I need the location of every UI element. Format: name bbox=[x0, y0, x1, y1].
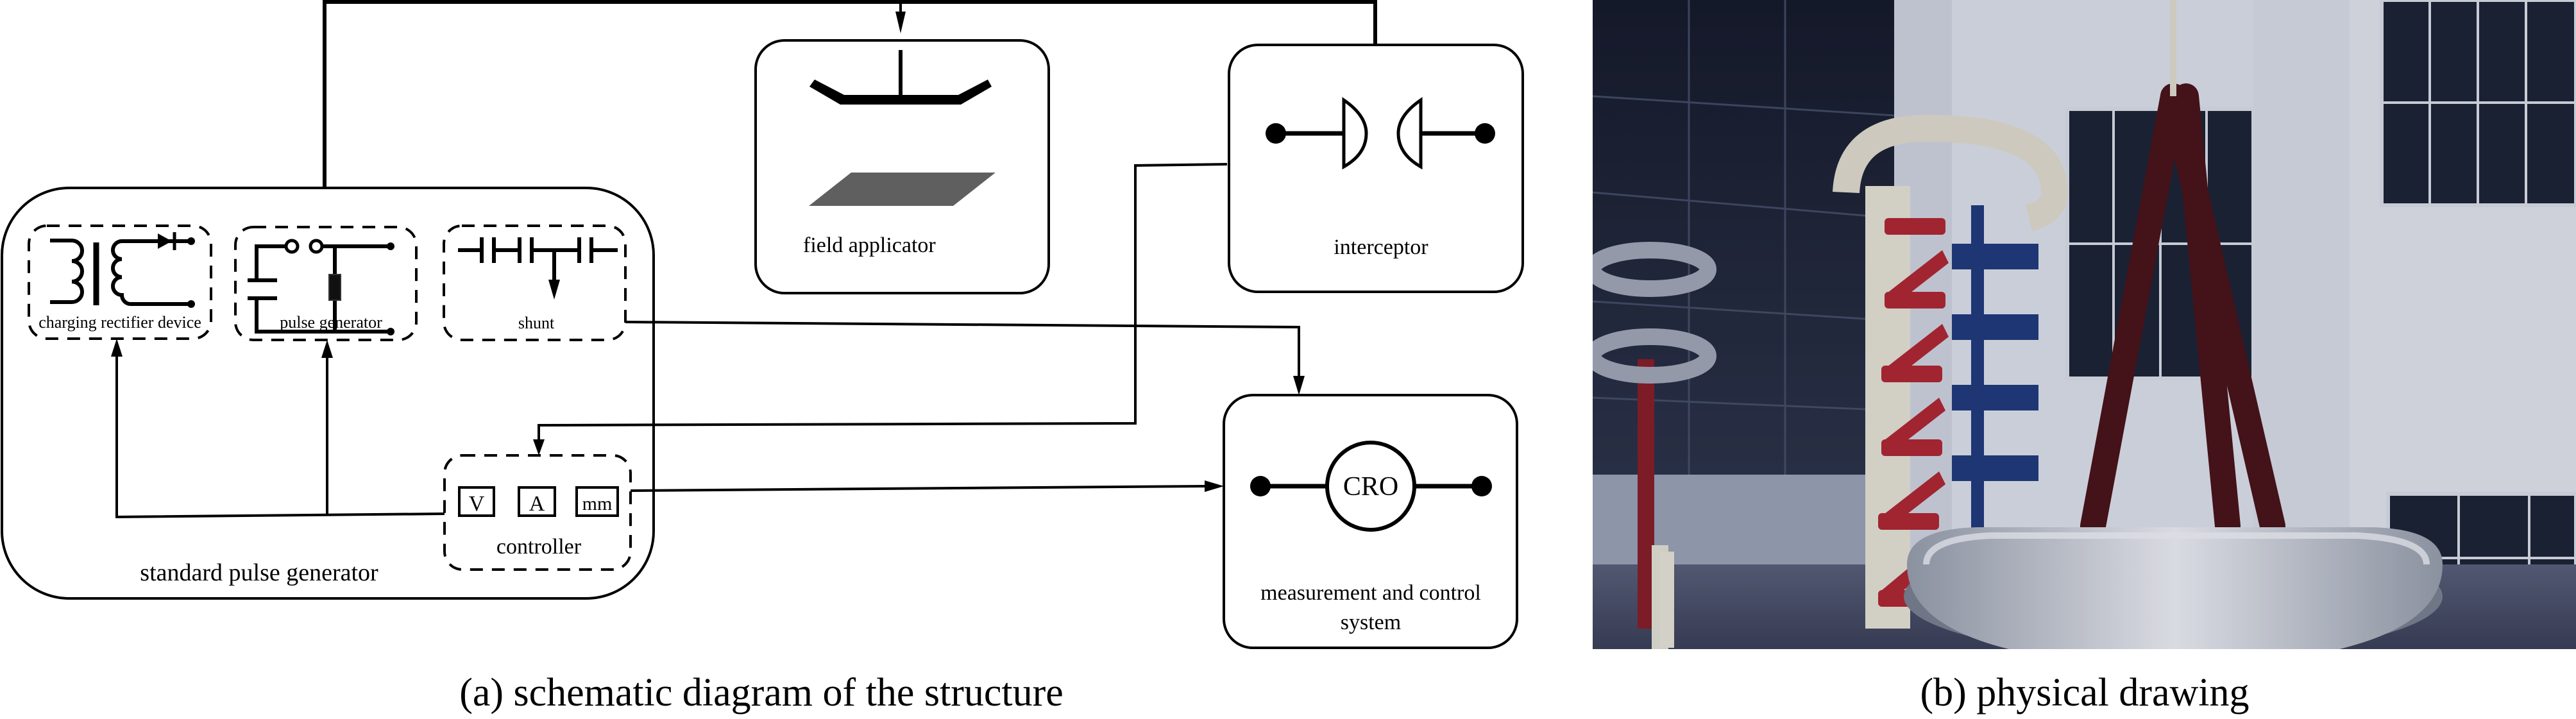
physical-photo-panel: (b) physical drawing bbox=[1593, 0, 2576, 715]
voltmeter: V bbox=[458, 486, 495, 517]
interceptor-to-controller-wire bbox=[533, 163, 1228, 455]
shunt-dashed-frame bbox=[443, 224, 627, 341]
measurement-and-control-system: CRO measurement and control system bbox=[1223, 394, 1518, 649]
photo-blue-frame bbox=[1952, 205, 2038, 629]
measurement-system-label-line1: measurement and control bbox=[1260, 581, 1481, 605]
pulse-circuit-icon bbox=[248, 239, 391, 334]
measurement-system-label-line2: system bbox=[1341, 611, 1401, 634]
down-arrow-icon bbox=[1293, 376, 1305, 395]
controller-to-measurement-wire bbox=[630, 480, 1224, 492]
photo-top-electrode-tube bbox=[1833, 114, 2069, 232]
controller: V A mm controller bbox=[443, 454, 632, 571]
field-applicator-arrow-icon bbox=[895, 12, 906, 33]
photo-suspension-insulators bbox=[2080, 83, 2285, 539]
standard-pulse-generator: standard pulse generator charging rectif… bbox=[1, 187, 655, 600]
photo-toroidal-electrode bbox=[1904, 527, 2443, 649]
right-arrow-icon bbox=[1205, 480, 1224, 492]
photo-red-pole bbox=[1638, 359, 1654, 629]
standard-pulse-generator-label: standard pulse generator bbox=[140, 559, 378, 586]
charging-rectifier-dashed-frame bbox=[28, 224, 212, 340]
shunt: shunt bbox=[443, 224, 627, 341]
shunt-label: shunt bbox=[518, 314, 555, 332]
voltmeter-label: V bbox=[469, 492, 485, 516]
pulse-generator-label: pulse generator bbox=[280, 313, 382, 332]
up-arrow-icon bbox=[111, 339, 123, 357]
caption-b: (b) physical drawing bbox=[1920, 671, 2249, 715]
oscilloscope-icon bbox=[1250, 441, 1492, 532]
voltmeter-box bbox=[458, 486, 495, 517]
ammeter-label: A bbox=[529, 492, 545, 516]
charging-rectifier-device-label: charging rectifier device bbox=[38, 313, 201, 332]
pulse-generator: pulse generator bbox=[234, 226, 418, 341]
diode-icon bbox=[158, 232, 176, 250]
distance-gauge-box bbox=[575, 486, 619, 517]
terminal-dot-icon bbox=[387, 242, 394, 250]
controller-dashed-frame bbox=[443, 454, 632, 571]
photo-red-resistors bbox=[1878, 218, 1949, 607]
capacitor-divider-icon bbox=[458, 237, 618, 300]
terminal-dot-icon bbox=[187, 237, 195, 245]
field-applicator: field applicator bbox=[754, 39, 1050, 294]
terminal-dot-icon bbox=[387, 328, 394, 335]
controller-label: controller bbox=[496, 535, 582, 559]
charging-rectifier-device: charging rectifier device bbox=[28, 224, 212, 340]
top-bus-wire bbox=[323, 0, 1377, 188]
ammeter-box bbox=[518, 486, 556, 517]
field-applicator-frame bbox=[754, 39, 1050, 294]
top-bus-connection bbox=[323, 0, 1377, 188]
distance-gauge: mm bbox=[575, 486, 619, 517]
caption-a: (a) schematic diagram of the structure bbox=[459, 671, 1063, 715]
pulse-generator-dashed-frame bbox=[234, 226, 418, 341]
cro-label: CRO bbox=[1343, 472, 1398, 502]
transformer-icon bbox=[50, 239, 191, 307]
distance-gauge-label: mm bbox=[582, 493, 613, 514]
interceptor-frame bbox=[1228, 44, 1524, 293]
schematic-panel: standard pulse generator charging rectif… bbox=[1, 0, 1524, 715]
ground-plane-icon bbox=[809, 173, 996, 206]
photo bbox=[1593, 0, 2576, 709]
photo-grading-ring bbox=[1593, 242, 1716, 297]
up-arrow-icon bbox=[321, 340, 333, 358]
spark-gap-icon bbox=[1266, 97, 1495, 170]
photo-warning-tag bbox=[2343, 670, 2350, 709]
terminal-dot-icon bbox=[187, 300, 195, 308]
down-arrow-icon bbox=[533, 439, 545, 455]
interceptor: interceptor bbox=[1228, 44, 1524, 293]
shunt-to-measurement-wire bbox=[625, 321, 1305, 395]
controller-feedback-wires bbox=[111, 339, 445, 519]
ammeter: A bbox=[518, 486, 556, 517]
field-applicator-label: field applicator bbox=[803, 233, 936, 257]
electrode-plate-icon bbox=[809, 50, 992, 105]
interceptor-label: interceptor bbox=[1334, 235, 1428, 259]
photo-generator-column bbox=[1865, 186, 1910, 629]
